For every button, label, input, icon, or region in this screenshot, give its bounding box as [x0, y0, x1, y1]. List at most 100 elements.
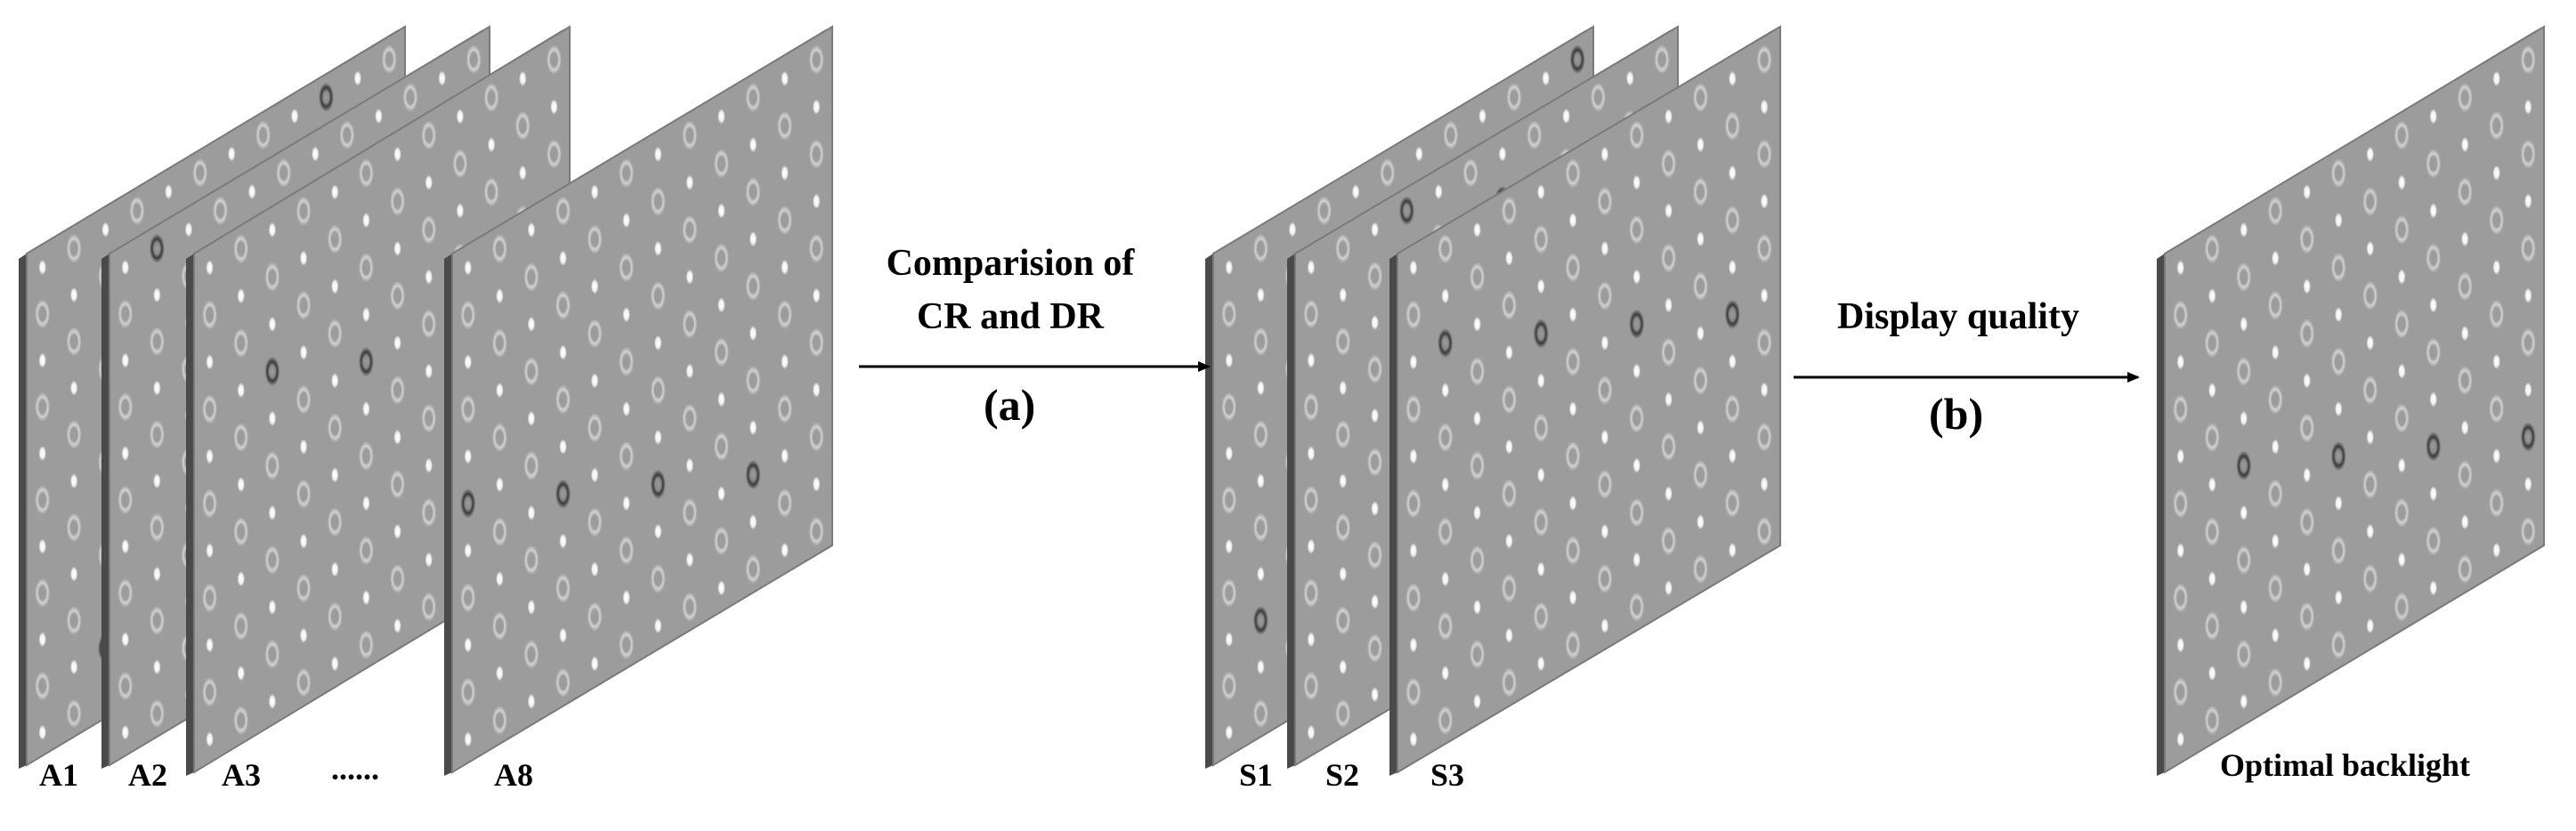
led-ring [1724, 110, 1740, 141]
led-dot [1307, 352, 1316, 368]
led-ring [1252, 419, 1268, 449]
panel-a8 [444, 25, 833, 776]
led-ring [587, 601, 603, 632]
led-dot [227, 146, 236, 162]
led-ring-dark [1629, 309, 1645, 339]
led-ring [2426, 337, 2442, 367]
led-ring [296, 667, 312, 698]
led-dot [1307, 445, 1316, 462]
led-dot [330, 184, 339, 200]
led-ring [2173, 394, 2189, 424]
led-dot [2303, 561, 2312, 577]
led-dot [1505, 439, 1513, 455]
led-dot [362, 306, 370, 323]
led-ring [1469, 450, 1486, 481]
led-dot [1697, 513, 1705, 530]
led-ring [1405, 394, 1422, 424]
led-ring [1501, 196, 1518, 226]
led-ring [1501, 667, 1518, 698]
led-dot [1257, 473, 1265, 489]
led-dot [2429, 486, 2438, 502]
led-dot [1473, 316, 1481, 333]
led-ring-dark [2426, 432, 2442, 462]
led-dot [622, 400, 631, 417]
led-dot [527, 599, 536, 616]
led-dot [2397, 552, 2406, 568]
led-ring [358, 252, 374, 283]
led-ring [555, 384, 571, 415]
led-ring [233, 233, 249, 264]
led-dot [812, 476, 821, 492]
led-dot [2240, 316, 2248, 333]
panel-face [1397, 25, 1781, 774]
led-dot [685, 457, 694, 473]
led-dot [1225, 538, 1234, 554]
led-ring [327, 224, 343, 254]
led-ring [777, 299, 793, 330]
led-ring [2267, 384, 2283, 415]
led-ring [1692, 270, 1709, 302]
led-ring [713, 337, 730, 367]
led-ring [66, 327, 82, 357]
led-ring [1724, 393, 1740, 424]
led-dot [717, 297, 725, 313]
led-dot [393, 335, 401, 351]
led-dot [1434, 183, 1443, 200]
led-ring [650, 563, 666, 594]
led-dot [2460, 230, 2469, 247]
led-ring [1252, 327, 1268, 357]
led-ring [2394, 592, 2410, 622]
led-ring [1469, 545, 1486, 576]
led-ring [460, 677, 476, 707]
led-dot [1665, 391, 1673, 407]
led-dot [153, 473, 161, 489]
led-ring [2236, 545, 2252, 576]
led-dot [2397, 457, 2406, 473]
led-dot [2492, 542, 2501, 559]
led-dot [1728, 165, 1737, 182]
led-ring [2489, 110, 2505, 141]
led-dot [1697, 325, 1705, 342]
led-dot [2207, 570, 2216, 587]
led-dot [518, 165, 527, 182]
led-dot [559, 439, 567, 455]
led-dot [781, 353, 789, 370]
led-ring [2330, 629, 2346, 660]
led-ring [2204, 705, 2220, 736]
led-ring [514, 110, 531, 141]
led-ring [2204, 516, 2220, 547]
led-ring [452, 149, 468, 179]
led-ring-dark [318, 82, 335, 112]
led-ring [149, 605, 165, 635]
led-dot [1473, 599, 1481, 616]
led-ring [1629, 497, 1645, 528]
led-ring [2489, 299, 2505, 330]
led-dot [268, 504, 277, 521]
led-ring [1565, 157, 1581, 189]
led-ring [1629, 120, 1645, 150]
led-ring [1660, 243, 1677, 273]
led-ring [1756, 422, 1772, 452]
led-dot [1225, 259, 1234, 276]
led-dot [717, 486, 725, 502]
led-ring [117, 577, 134, 608]
led-ring [555, 667, 571, 698]
led-ring [1597, 280, 1613, 311]
led-ring [1590, 82, 1607, 112]
led-dot [1536, 373, 1545, 389]
led-ring [1629, 214, 1645, 245]
led-ring [682, 592, 698, 622]
led-ring [2173, 677, 2189, 707]
led-ring [233, 327, 249, 359]
led-dot [622, 306, 631, 323]
led-dot [2366, 429, 2375, 446]
led-dot [299, 533, 308, 549]
led-ring [35, 391, 51, 422]
led-ring [421, 214, 437, 245]
led-ring [264, 639, 280, 670]
led-dot [559, 627, 567, 643]
led-ring [1692, 82, 1709, 113]
led-dot [1632, 457, 1641, 473]
led-dot [1409, 260, 1418, 276]
led-ring [808, 139, 824, 169]
